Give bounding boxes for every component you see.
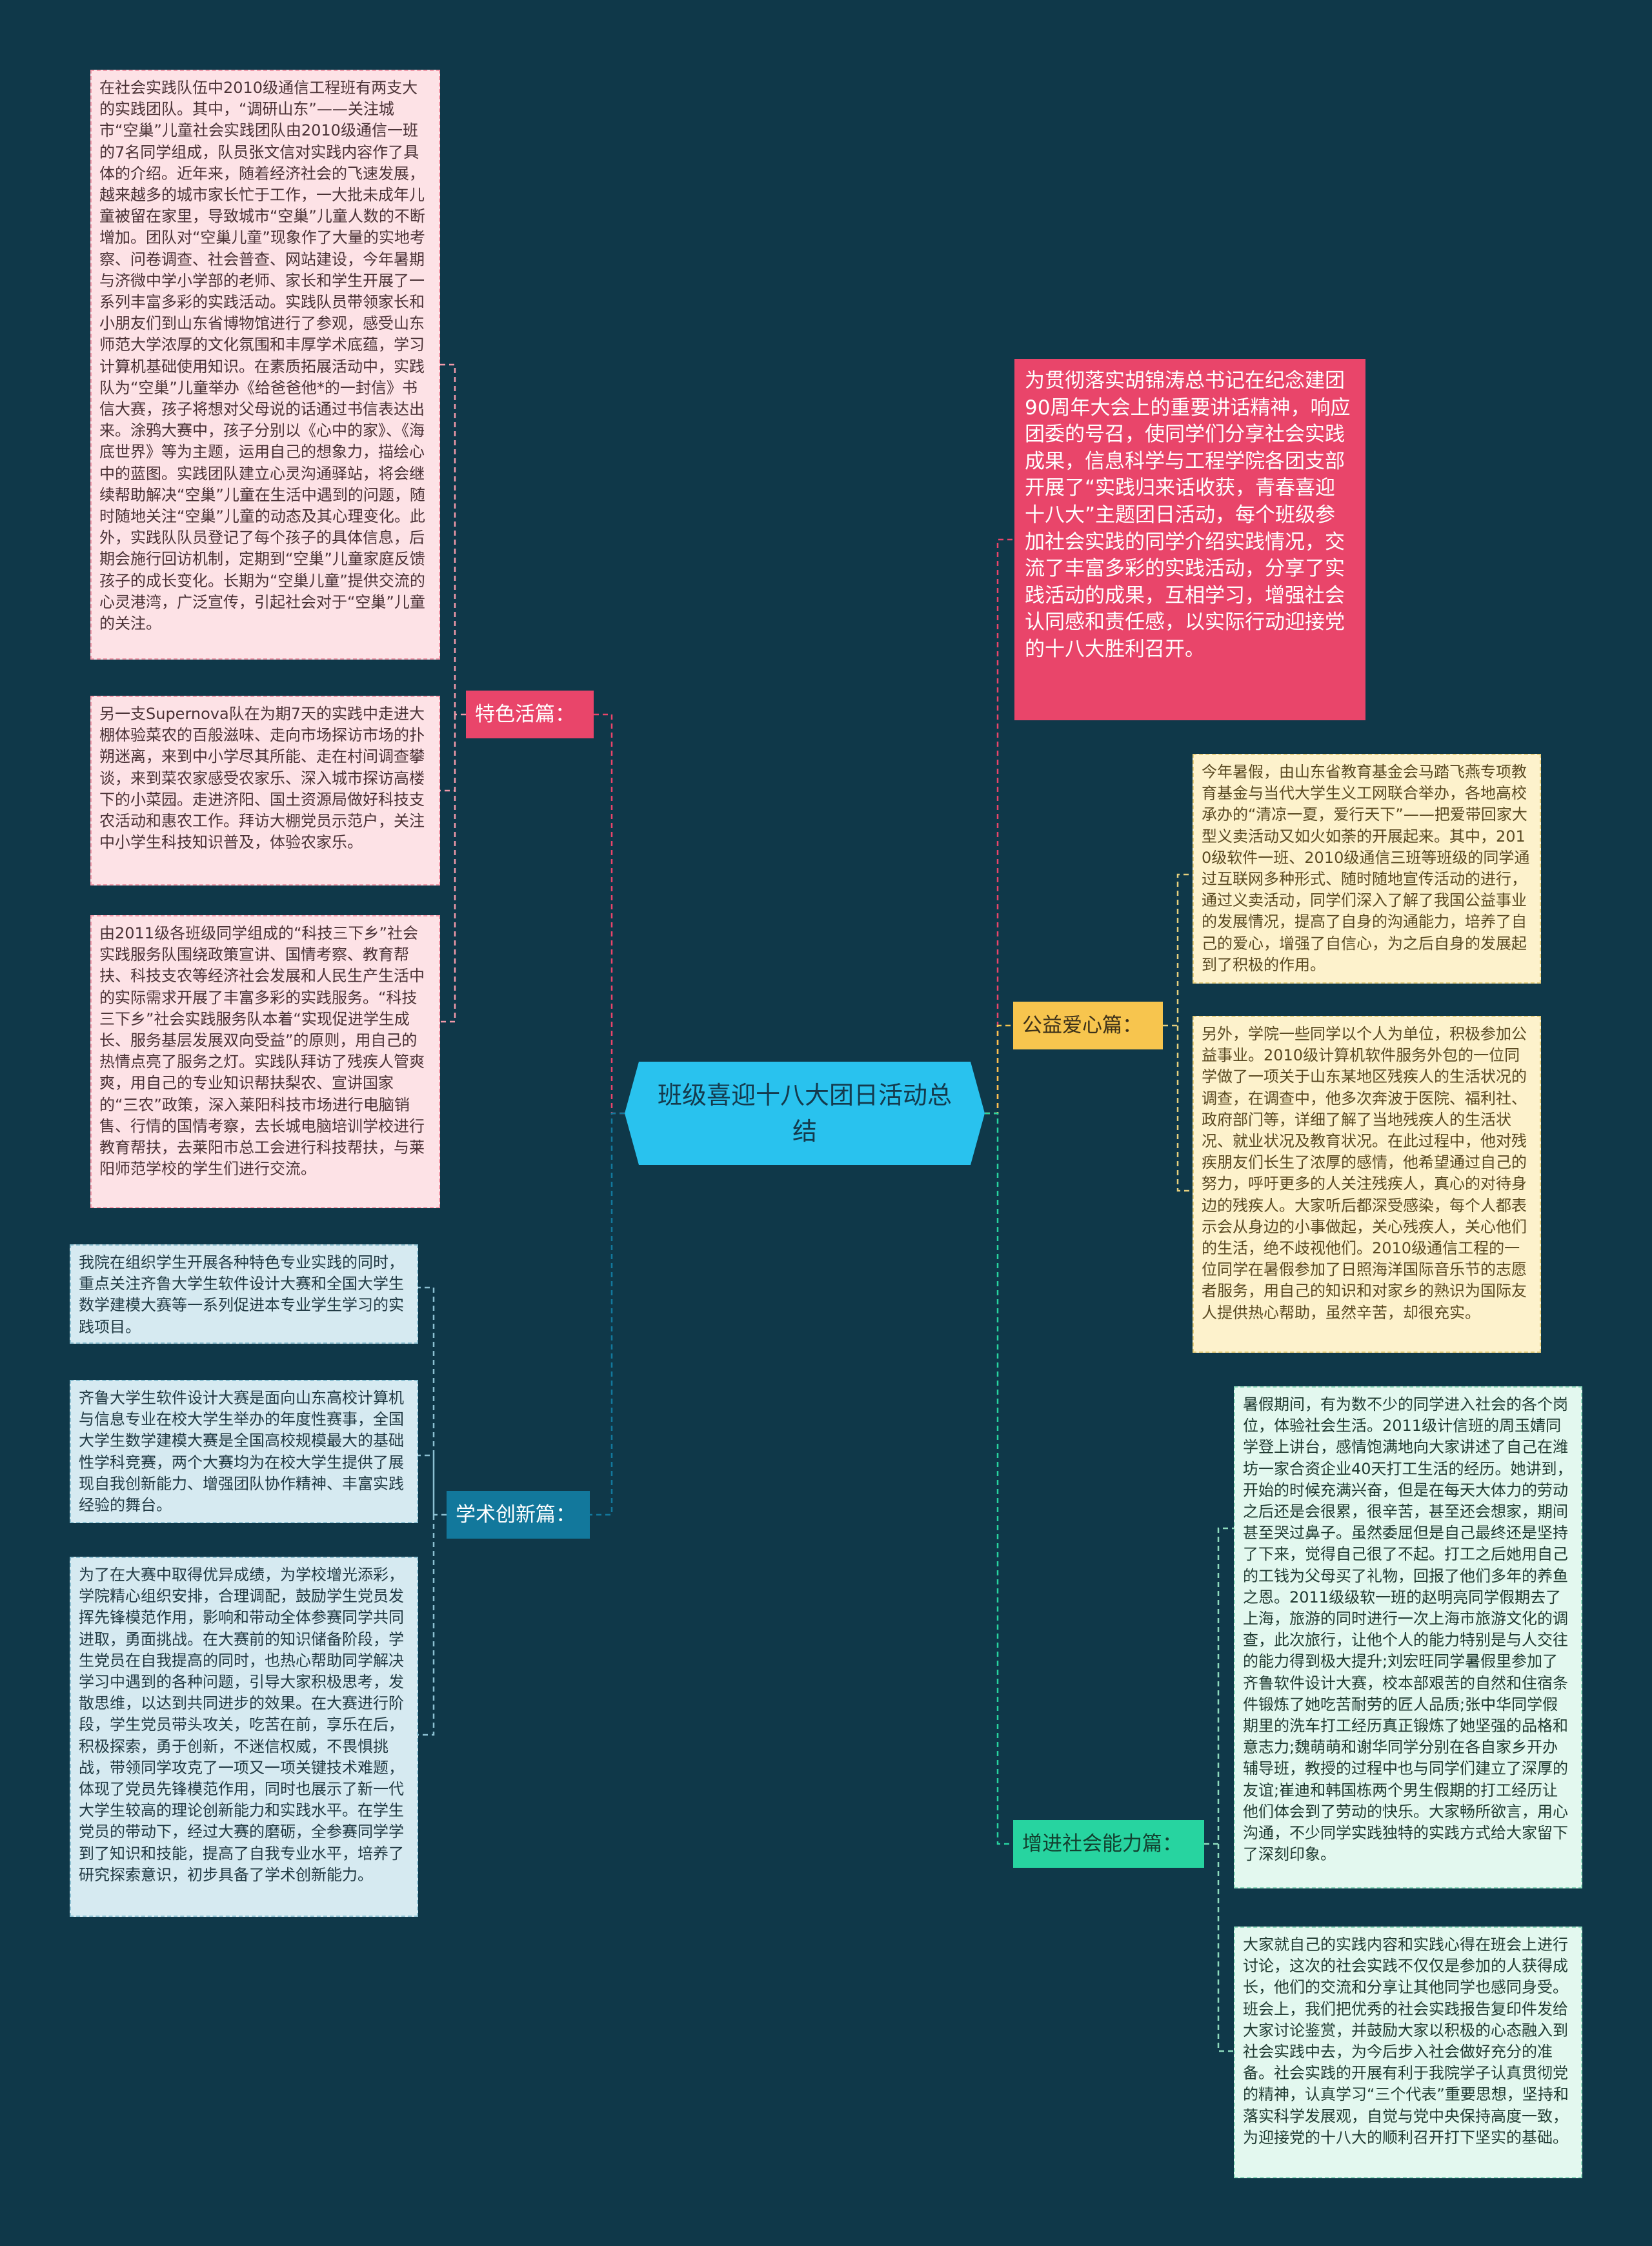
zengjin-leaf-1[interactable]: 暑假期间，有为数不少的同学进入社会的各个岗位，体验社会生活。2011级计信班的周… — [1234, 1386, 1582, 1888]
branch-xueshu[interactable]: 学术创新篇： — [447, 1491, 590, 1539]
connector-center-tese — [594, 713, 625, 1115]
branch-tese[interactable]: 特色活篇： — [466, 691, 594, 738]
connector-center-intro — [985, 538, 1014, 1115]
tese-leaf-1[interactable]: 在社会实践队伍中2010级通信工程班有两支大的实践团队。其中，“调研山东”——关… — [90, 70, 440, 660]
branch-gongyi[interactable]: 公益爱心篇： — [1013, 1002, 1163, 1049]
connector-center-gongyi — [985, 1024, 1013, 1115]
tese-leaf-2[interactable]: 另一支Supernova队在为期7天的实践中走进大棚体验菜农的百般滋味、走向市场… — [90, 696, 440, 885]
center-topic[interactable]: 班级喜迎十八大团日活动总结 — [625, 1062, 985, 1165]
connector-xueshu-leaves — [418, 1286, 447, 1736]
connector-tese-leaves — [440, 363, 466, 1023]
branch-zengjin-label: 增进社会能力篇： — [1022, 1832, 1182, 1856]
gongyi-leaf-1[interactable]: 今年暑假，由山东省教育基金会马踏飞燕专项教育基金与当代大学生义工网联合举办，各地… — [1193, 754, 1541, 984]
gongyi-leaf-2[interactable]: 另外，学院一些同学以个人为单位，积极参加公益事业。2010级计算机软件服务外包的… — [1193, 1016, 1541, 1353]
connector-center-zengjin — [985, 1112, 1013, 1845]
branch-zengjin[interactable]: 增进社会能力篇： — [1013, 1820, 1204, 1868]
xueshu-leaf-1[interactable]: 我院在组织学生开展各种特色专业实践的同时，重点关注齐鲁大学生软件设计大赛和全国大… — [70, 1244, 418, 1344]
connector-center-xueshu — [590, 1112, 625, 1516]
connector-gongyi-leaves — [1163, 873, 1193, 1192]
center-title: 班级喜迎十八大团日活动总结 — [657, 1081, 952, 1146]
branch-gongyi-label: 公益爱心篇： — [1022, 1014, 1142, 1037]
xueshu-leaf-2[interactable]: 齐鲁大学生软件设计大赛是面向山东高校计算机与信息专业在校大学生举办的年度性赛事，… — [70, 1380, 418, 1523]
branch-xueshu-label: 学术创新篇： — [456, 1503, 576, 1526]
intro-node[interactable]: 为贯彻落实胡锦涛总书记在纪念建团90周年大会上的重要讲话精神，响应团委的号召，使… — [1014, 359, 1365, 720]
tese-leaf-3[interactable]: 由2011级各班级同学组成的“科技三下乡”社会实践服务队围绕政策宣讲、国情考察、… — [90, 915, 440, 1208]
xueshu-leaf-3[interactable]: 为了在大赛中取得优异成绩，为学校增光添彩，学院精心组织安排，合理调配，鼓励学生党… — [70, 1557, 418, 1917]
zengjin-leaf-2[interactable]: 大家就自己的实践内容和实践心得在班会上进行讨论，这次的社会实践不仅仅是参加的人获… — [1234, 1927, 1582, 2178]
connector-zengjin-leaves — [1204, 1527, 1234, 2052]
branch-tese-label: 特色活篇： — [475, 703, 575, 726]
